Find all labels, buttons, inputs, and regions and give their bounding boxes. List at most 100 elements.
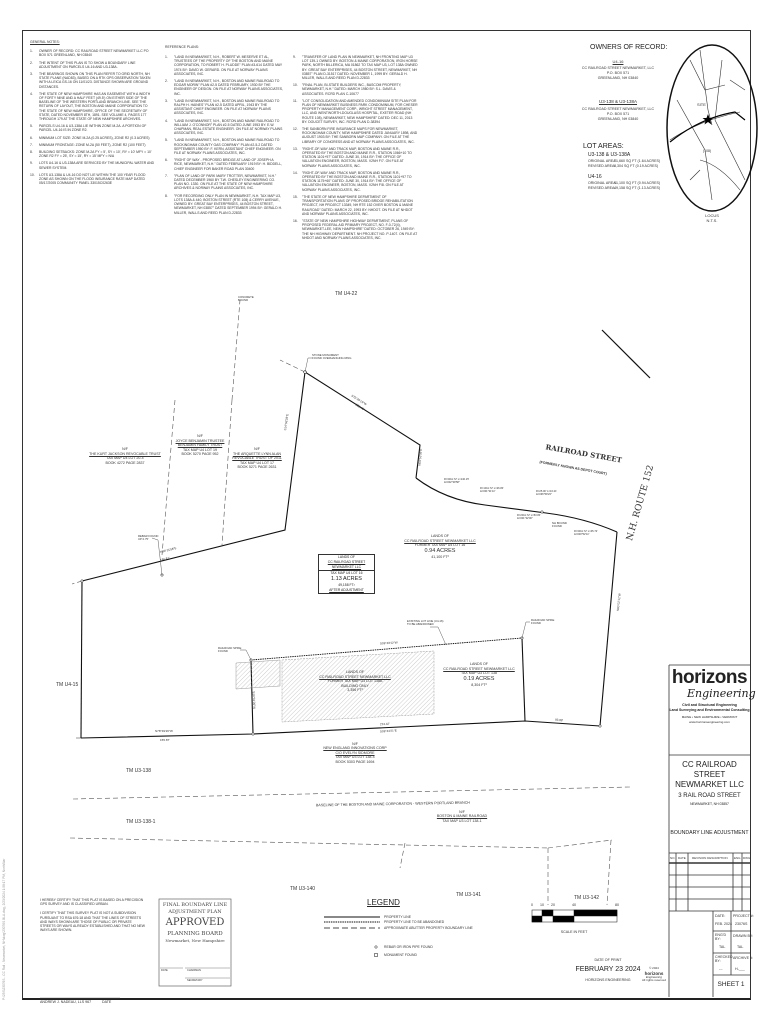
note-number: 9.: [293, 55, 296, 59]
engineered-by-label: ENG'D BY:: [715, 933, 727, 941]
locus-caption: LOCUS: [705, 213, 719, 218]
surveyor-certification: I HEREBY CERTIFY THAT THIS PLAT IS BASED…: [40, 898, 146, 933]
note-number: 9.: [30, 161, 33, 166]
bearing-label: S10°31'09"W: [251, 691, 257, 710]
lot-u4-16-after-box: LANDS OF CC RAILROAD STREET NEWMARKET LL…: [318, 554, 375, 594]
archive-value: H-___: [735, 967, 745, 971]
print-date-label: DATE OF PRINT: [594, 958, 622, 962]
note-text: THE STATE OF NEW HAMPSHIRE HAS AN EASEME…: [39, 91, 151, 122]
note-number: 3.: [30, 72, 33, 77]
engineered-by-value: TAL: [719, 945, 726, 949]
curve-label: R=3011.72' L=140.15' Δ=002°39'58": [444, 478, 470, 485]
note-text: "LAND IN NEWMARKET, N.H., BOSTON AND MAI…: [174, 79, 283, 96]
note-text: "RIGHT OF WAY - PROPOSED BRIDGE AT LAND …: [174, 158, 283, 171]
reference-plans-col1: 1."LAND IN NEWMARKET, N.H., ROBERT W. ME…: [165, 55, 283, 218]
note-text: OWNER OF RECORD: CC RAILROAD STREET NEWM…: [39, 49, 149, 58]
note-number: 3.: [165, 98, 168, 103]
legend-property-line-abandoned: PROPERTY LINE TO BE ABANDONED: [384, 920, 445, 924]
tm-u3-142-label: TM U3-142: [574, 895, 600, 901]
tm-u4-15-label: TM U4-15: [56, 682, 79, 688]
bearing-label: N78°49'26"W: [155, 729, 173, 733]
owner-line: P.O. BOX 571: [606, 71, 630, 75]
owner-line: CC RAILROAD STREET NEWMARKET, LLC: [581, 66, 655, 70]
general-notes: GENERAL NOTES: 1.OWNER OF RECORD: CC RAI…: [30, 40, 155, 188]
note-text: "LAND IN NEWMARKET, N.H., BOSTON AND MAI…: [174, 138, 281, 156]
stamp-secretary-label: SECRETARY: [187, 979, 203, 982]
note-item: 8.BUILDING SETBACKS: ZONE M-2A FY = 5', …: [30, 150, 155, 158]
rev-header: DWG: [743, 856, 751, 860]
curve-label: R=25.00' L=16.21' Δ=036°59'23": [536, 490, 558, 497]
note-number: 15.: [293, 194, 298, 199]
checked-by-label: CHECKED BY:: [715, 955, 733, 963]
lot-area-value: 49,158 SQ FT (1.13 ACRES): [614, 186, 661, 190]
stamp-date-label: DATE: [161, 969, 168, 972]
note-text: "RIGHT-OF-WAY AND TRACK MAP, BOSTON AND …: [302, 170, 412, 192]
lot-area-parcel: U4-16: [588, 174, 602, 180]
legend-rebar: REBAR OR IRON PIPE FOUND: [384, 945, 433, 949]
note-text: "LAND IN NEWMARKET, N.H., BOSTON AND MAI…: [174, 118, 283, 136]
note-item: 13."RIGHT-OF-WAY AND TRACK MAP, BOSTON A…: [293, 147, 418, 168]
legend-title: LEGEND: [367, 898, 400, 907]
checked-by-value: ---: [719, 967, 723, 971]
project-label: PROJECT #:: [733, 914, 754, 918]
note-item: 6. MINIMUM LOT SIZE: ZONE M-2A (0.25 ACRE…: [30, 136, 155, 140]
note-item: 1."LAND IN NEWMARKET, N.H., ROBERT W. ME…: [165, 55, 283, 76]
note-number: 2.: [30, 60, 33, 65]
locus-scale: N.T.S.: [706, 218, 718, 223]
note-number: 5.: [30, 124, 33, 129]
note-item: 15."THE STATE OF NEW HAMPSHIRE DEPARTMEN…: [293, 195, 418, 216]
reference-plans: REFERENCE PLANS:: [165, 45, 415, 54]
note-text: MINIMUM LOT SIZE: ZONE M-2A (0.25 ACRES)…: [39, 135, 150, 140]
owner-line: CC RAILROAD STREET NEWMARKET, LLC: [581, 107, 655, 111]
bearing-label: S09°43'12"W: [379, 640, 398, 646]
note-item: 6. "RIGHT OF WAY - PROPOSED BRIDGE AT LAN…: [165, 158, 283, 171]
note-number: 7.: [30, 142, 33, 147]
note-text: "FINAL PLAN, BI-STATE BUILDERS INC., BAS…: [302, 83, 402, 96]
note-item: 4."LAND IN NEWMARKET, N.H., BOSTON AND M…: [165, 119, 283, 136]
note-text: LOTS U3-138A & U4-16 DO NOT LIE WITHIN T…: [39, 172, 146, 186]
stamp-chairman-label: CHAIRMAN: [187, 969, 201, 972]
note-number: 6.: [30, 135, 33, 140]
note-item: 1. OWNER OF RECORD: CC RAILROAD STREET NE…: [30, 49, 155, 57]
file-path-stamp: P:\23S\23076S - CC Rail - Newmarket, NH\…: [2, 858, 6, 1000]
note-item: 14."RIGHT-OF-WAY AND TRACK MAP, BOSTON A…: [293, 171, 418, 192]
curve-label: R=1011.72' L=26.84' Δ=001°31'11": [480, 487, 504, 494]
note-item: 16."STATE OF NEW HAMPSHIRE HIGHWAY DEPAR…: [293, 219, 418, 240]
note-number: 1.: [30, 49, 33, 54]
locus-site-label: SITE: [697, 102, 706, 107]
reference-plans-heading: REFERENCE PLANS:: [165, 45, 199, 49]
curve-label: R=3011.72' L=45.72' Δ=000°52'11": [574, 530, 598, 537]
tm-u3-138-label: TM U3-138: [126, 768, 152, 774]
note-text: "STATE OF NEW HAMPSHIRE HIGHWAY DEPARTME…: [302, 218, 418, 240]
horizons-logo: horizons Engineering Civil and Structura…: [669, 667, 756, 725]
note-item: 9. "TRANSFER OF LAND PLAN IN NEWMARKET, N…: [293, 55, 418, 80]
owner-parcel: U3-138 & U3-138A: [598, 99, 638, 104]
note-number: 1.: [165, 55, 168, 59]
scale-caption: SCALE IN FEET: [560, 930, 588, 934]
note-item: 3."LAND IN NEWMARKET, N.H., BOSTON AND M…: [165, 99, 283, 116]
reference-plans-col2: 9. "TRANSFER OF LAND PLAN IN NEWMARKET, N…: [293, 55, 418, 243]
scale-tick: 20: [551, 903, 555, 907]
note-number: 6.: [165, 158, 168, 163]
lot-areas-heading: LOT AREAS:: [583, 143, 624, 150]
lot-area-label: REVISED AREA:: [588, 186, 616, 190]
note-text: "TRANSFER OF LAND PLAN IN NEWMARKET, NH …: [302, 55, 418, 81]
drawn-by-value: TAL: [737, 945, 744, 949]
note-item: 9.LOTS U4-16 & U3-138A ARE SERVICED BY T…: [30, 161, 155, 169]
note-text: THE INTENT OF THIS PLAN IS TO SHOW A BOU…: [39, 60, 136, 69]
note-item: 12.THE SANBORN FIRE INSURANCE MAPS FOR N…: [293, 127, 418, 144]
note-text: "FOR RECORDING ONLY PLAN IN NEWMARKET, N…: [174, 193, 282, 215]
client-block: CC RAILROAD STREET NEWMARKET LLC 3 RAIL …: [670, 760, 749, 836]
note-number: 13.: [293, 146, 298, 151]
existing-lot-line-note: EXISTING LOT LINE (U4-16)TO BE ABANDONED: [407, 619, 444, 627]
